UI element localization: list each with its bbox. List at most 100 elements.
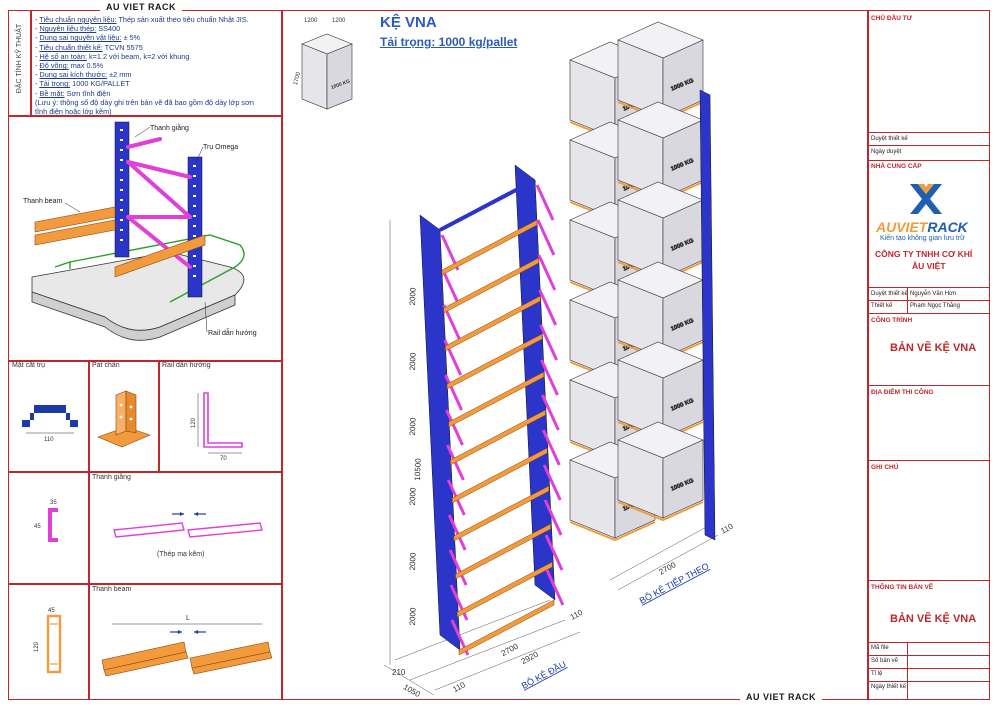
dim-level-2: 2000 <box>408 352 418 371</box>
section-title-thanh-giang: Thanh giằng <box>92 474 131 481</box>
pallet-dim-w: 1200 <box>304 18 318 24</box>
rack-brace <box>441 269 461 306</box>
rack-brace <box>540 359 559 396</box>
iso-label-rail: Rail dẫn hướng <box>208 328 257 337</box>
tb-line <box>868 132 990 133</box>
tb-thong-tin: THÔNG TIN BẢN VẼ <box>871 584 934 591</box>
section-title-mat-cat-tru: Mặt cắt trụ <box>12 362 46 369</box>
rack-brace <box>535 184 555 221</box>
dim-level-3: 2000 <box>408 417 418 436</box>
dim-depth: 1050 <box>402 682 422 699</box>
company-logo <box>910 184 942 214</box>
tb-thiet-ke: Thiết kế <box>871 303 893 309</box>
title-block: CHỦ ĐẦU TƯ Duyệt thiết kế Ngày duyệt NHÀ… <box>868 10 990 700</box>
rack-beam <box>453 485 550 542</box>
tb-cong-trinh-val: BẢN VẼ KỆ VNA <box>890 342 977 354</box>
company-header-bottom: AU VIET RACK <box>740 692 823 702</box>
side-label-divider <box>30 10 32 116</box>
rack-beam <box>445 295 541 352</box>
pallet-box: 1000 KG <box>617 261 704 362</box>
tb-ngay-duyet: Ngày duyệt <box>871 149 902 155</box>
logo-au: AUVIET <box>876 219 928 235</box>
tb-ti-le: Tỉ lệ <box>871 671 883 677</box>
dim-bottom: 210 <box>392 668 406 677</box>
dim-brace-width: 35 <box>50 500 57 506</box>
sections-divider-1 <box>8 471 282 473</box>
tb-thong-tin-val: BẢN VẼ KỆ VNA <box>890 613 977 625</box>
logo-rack: RACK <box>927 219 968 235</box>
dim-w110c: 110 <box>719 521 735 535</box>
rack-beam <box>451 447 548 504</box>
tb-vline <box>907 642 908 700</box>
tb-line <box>868 681 990 682</box>
tb-duyet-tk2: Duyệt thiết kế <box>871 291 908 297</box>
iso-detail-drawing: Thanh giằng Trụ Omega Thanh beam Rail dẫ… <box>23 121 257 341</box>
tb-nguoi-tk: Phạm Ngọc Thắng <box>910 303 960 309</box>
rack-brace <box>543 499 563 536</box>
rack-brace <box>545 569 565 606</box>
sections-divider-2 <box>8 583 282 585</box>
tb-line <box>868 655 990 656</box>
section-title-thanh-beam: Thanh beam <box>92 586 132 593</box>
rack-brace <box>448 549 468 586</box>
rail-section-drawing: 120 70 <box>191 392 243 462</box>
side-label: ĐẶC TÍNH KỸ THUẬT <box>16 23 24 94</box>
rack-beam <box>455 523 551 580</box>
drawing-frame <box>8 10 990 700</box>
rack-brace <box>541 394 560 431</box>
dim-level-4: 2000 <box>408 487 418 506</box>
rack-beam <box>450 409 546 466</box>
dim-level-6: 2000 <box>408 607 418 626</box>
spec-item: - Tiêu chuẩn nguyên liệu: Thép sản xuất … <box>35 15 249 24</box>
left-panel-divider <box>281 10 283 700</box>
tb-line <box>868 668 990 669</box>
spec-item: - Bề mặt: Sơn tĩnh điện <box>35 88 111 98</box>
spec-item: - Dung sai kích thước: ±2 mm <box>35 70 132 80</box>
dim-brace-height: 45 <box>34 524 41 530</box>
brace-section-drawing: 35 45 <box>34 500 58 542</box>
dim-col-width: 110 <box>44 437 54 443</box>
spec-item: - Độ võng: max 0.5% <box>35 61 104 71</box>
tb-so-ban-ve: Số bản vẽ <box>871 658 899 664</box>
rack-brace <box>445 409 464 446</box>
tb-line <box>868 642 990 643</box>
tb-ma-file: Mã file <box>871 645 889 651</box>
tb-line <box>868 145 990 146</box>
pallet-box: 1000 KG <box>617 21 704 122</box>
tb-duyet-tk: Duyệt thiết kế <box>871 136 908 142</box>
dim-beam-length: L <box>186 615 190 622</box>
rack-beam <box>443 257 539 314</box>
dim-rail-width: 70 <box>220 456 227 462</box>
dim-beam-height: 120 <box>34 641 40 652</box>
dim-beam-width: 45 <box>48 608 55 614</box>
sections-vdiv-2 <box>158 360 160 472</box>
column-section-drawing: 110 <box>22 405 78 443</box>
iso-label-thanh-beam: Thanh beam <box>23 198 62 205</box>
rack-beam <box>446 333 543 390</box>
company-name-1: CÔNG TY TNHH CƠ KHÍ <box>875 249 973 259</box>
iso-label-thanh-giang: Thanh giằng <box>150 123 189 132</box>
section-title-rail: Rail dẫn hướng <box>162 362 211 369</box>
spec-item: - Hệ số an toàn: k=1.2 với beam, k=2 với… <box>35 51 190 61</box>
dim-level-1: 2000 <box>408 287 418 306</box>
spec-note: (Lưu ý: thông số độ dày ghi trên bản vẽ … <box>35 97 254 107</box>
pallet-box: 1000 KG <box>617 421 704 522</box>
tb-line <box>868 580 990 581</box>
iso-divider <box>8 360 282 362</box>
tb-vline <box>907 287 908 313</box>
tb-line <box>868 385 990 386</box>
pallet-icon-drawing: 1200 1200 1700 1000 KG <box>293 18 353 110</box>
tb-line <box>868 287 990 288</box>
spec-item: - Dung sai nguyên vật liệu: ± 5% <box>35 33 141 43</box>
rack-beam <box>458 599 555 656</box>
dim-length-cont: 2700 <box>657 560 677 577</box>
iso-label-tru-omega: Trụ Omega <box>203 144 238 151</box>
rack-brace <box>544 534 564 571</box>
rack-brace <box>444 374 463 411</box>
section-title-pat-chan: Pat chân <box>92 362 120 369</box>
spec-note: tĩnh điện hoặc lớp kẽm) <box>35 107 112 117</box>
tb-line <box>868 160 990 161</box>
pallet-dim-d: 1200 <box>332 18 346 24</box>
rack-beam <box>441 219 538 276</box>
